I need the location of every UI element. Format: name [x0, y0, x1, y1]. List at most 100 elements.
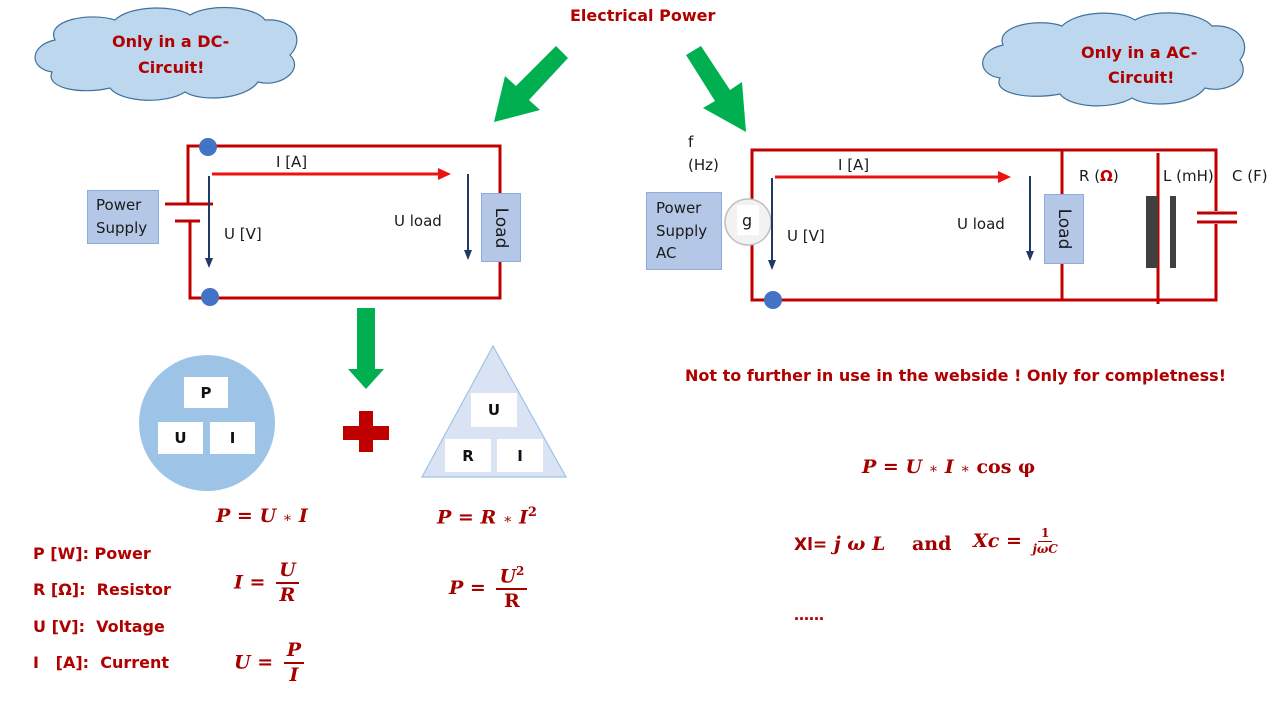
ac-resistor-label: R (Ω): [1079, 167, 1119, 185]
ac-load-voltage-arrow-icon: [1026, 176, 1034, 261]
ac-current-label: I [A]: [838, 156, 870, 174]
power-wheel-p: P: [184, 377, 228, 408]
ac-power-supply-box: Power Supply AC: [646, 192, 722, 270]
resistor-label-prefix: R (: [1079, 167, 1101, 185]
dc-current-label: I [A]: [276, 153, 308, 171]
dc-power-supply-box: Power Supply: [87, 190, 159, 244]
ac-power-supply-line2: Supply: [656, 222, 708, 240]
f-eq: =: [257, 651, 274, 674]
inductor-icon: [1146, 196, 1176, 268]
f-b: I: [298, 505, 308, 527]
f-a: U: [259, 505, 277, 527]
formula-inductive-reactance: Xl= j ω L: [794, 533, 885, 555]
f-lhs: I: [234, 571, 243, 594]
dc-load-label: Load: [491, 207, 511, 248]
f-op2: ∗: [960, 461, 970, 477]
dc-load-box: Load: [481, 193, 521, 262]
ac-voltage-arrow-icon: [768, 178, 776, 270]
ac-inductor-label: L (mH): [1163, 167, 1214, 185]
ac-current-arrow-icon: [775, 171, 1011, 183]
formula-p-equals-r-times-i-squared: P = R ∗ I2: [437, 505, 537, 528]
ac-generator-label: g: [742, 211, 753, 230]
dc-node-top: [199, 138, 217, 156]
f-num: P: [283, 640, 305, 664]
ac-frequency-line1: f: [688, 133, 694, 151]
green-arrow-right-icon: [686, 46, 746, 132]
ac-frequency-line2: (Hz): [688, 156, 719, 174]
f-eq: =: [882, 456, 899, 478]
f-eq: =: [1005, 529, 1022, 552]
f-lhs: P: [216, 505, 231, 527]
power-wheel-i: I: [210, 422, 255, 454]
f-den: R: [504, 590, 520, 613]
f-lhs: P: [437, 506, 452, 529]
dc-current-arrow-icon: [212, 168, 451, 180]
ac-cloud: [982, 12, 1246, 107]
f-exp: 2: [527, 505, 537, 520]
legend-voltage: U [V]: Voltage: [33, 617, 165, 636]
ac-node-bottom: [764, 291, 782, 309]
ohm-triangle-i: I: [497, 439, 543, 472]
dc-voltage-arrow-icon: [205, 176, 213, 268]
page-title: Electrical Power: [570, 6, 716, 25]
f-b: I: [944, 456, 954, 478]
f-lhs: U: [234, 651, 251, 674]
f-num: 1: [1037, 526, 1053, 543]
dc-voltage-label: U [V]: [224, 225, 262, 243]
f-lhs: Xc: [973, 529, 1000, 552]
f-eq: =: [236, 505, 253, 527]
power-wheel: [139, 355, 275, 491]
dc-node-bottom: [201, 288, 219, 306]
dc-cloud: [34, 6, 298, 101]
f-rhs: j ω L: [833, 533, 886, 555]
f-a: U: [905, 456, 923, 478]
dc-load-voltage-arrow-icon: [464, 174, 472, 260]
dc-power-supply-line2: Supply: [96, 219, 148, 237]
f-den: R: [279, 583, 296, 606]
battery-icon: [165, 202, 213, 223]
f-lhs: P: [449, 577, 464, 600]
ac-load-voltage-label: U load: [957, 215, 1005, 233]
capacitor-icon: [1197, 211, 1237, 224]
legend-resistor: R [Ω]: Resistor: [33, 580, 171, 599]
green-arrow-left-icon: [494, 46, 568, 122]
f-op1: ∗: [928, 461, 939, 477]
ac-power-supply-line1: Power: [656, 199, 702, 217]
f-a: R: [480, 506, 497, 529]
ac-cloud-text-line2: Circuit!: [1108, 68, 1175, 87]
dc-cloud-text-line2: Circuit!: [138, 58, 205, 77]
dc-cloud-text-line1: Only in a DC-: [112, 32, 230, 51]
completeness-note: Not to further in use in the webside ! O…: [685, 366, 1226, 385]
formula-ac-power: P = U ∗ I ∗ cos φ: [862, 456, 1035, 478]
ohm-triangle-u: U: [471, 393, 517, 427]
f-num-exp: 2: [516, 564, 525, 578]
f-c: cos φ: [976, 456, 1036, 478]
formula-p-equals-u-times-i: P = U ∗ I: [216, 505, 308, 527]
f-num: U: [276, 560, 299, 584]
dc-circuit-wires: [186, 144, 502, 300]
f-den: jωC: [1032, 542, 1058, 557]
ac-load-box: Load: [1044, 194, 1084, 264]
ac-cloud-text-line1: Only in a AC-: [1081, 43, 1198, 62]
ohm-triangle-r: R: [445, 439, 491, 472]
dc-power-supply-line1: Power: [96, 196, 142, 214]
f-op: ∗: [502, 511, 513, 528]
ac-load-label: Load: [1054, 208, 1074, 250]
ohm-symbol: Ω: [1100, 167, 1113, 185]
f-b: I: [519, 506, 528, 529]
formula-and: and: [912, 533, 952, 555]
ac-power-supply-line3: AC: [656, 244, 677, 262]
plus-icon: [343, 411, 389, 452]
ac-capacitor-label: C (F): [1232, 167, 1268, 185]
power-wheel-u: U: [158, 422, 203, 454]
f-num-base: U: [499, 565, 517, 588]
dc-load-voltage-label: U load: [394, 212, 442, 230]
f-den: I: [289, 663, 299, 686]
